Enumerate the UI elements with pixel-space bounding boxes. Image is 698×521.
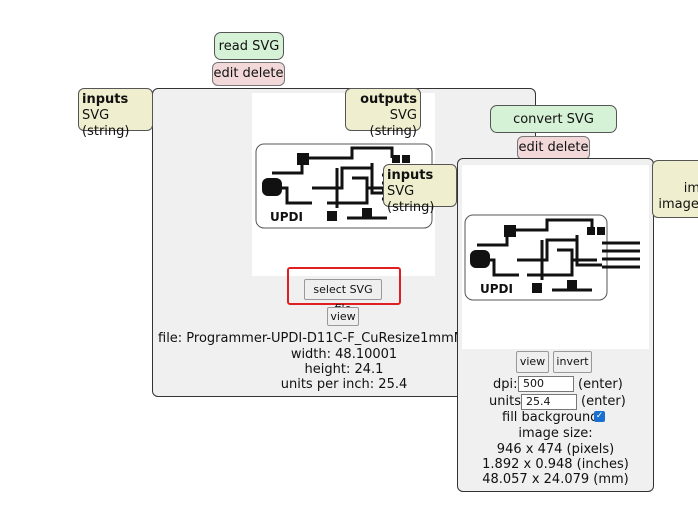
pcb-label-text: UPDI bbox=[270, 210, 303, 224]
image-size-label: image size: bbox=[518, 426, 593, 441]
read-svg-outputs-port[interactable]: outputs SVG (string) bbox=[345, 88, 421, 139]
pcb-bitmap-label-text: UPDI bbox=[480, 282, 513, 296]
read-svg-edit-delete-button[interactable]: edit delete bbox=[212, 62, 285, 86]
svg-units-text: units per inch: 25.4 bbox=[280, 377, 408, 392]
convert-svg-edit-delete-button[interactable]: edit delete bbox=[517, 136, 590, 160]
image-size-pixels: 946 x 474 (pixels) bbox=[496, 442, 615, 457]
fill-background-label: fill background: bbox=[502, 410, 603, 425]
svg-width-text: width: 48.10001 bbox=[290, 347, 398, 362]
convert-svg-inputs-port[interactable]: inputs SVG (string) bbox=[383, 164, 457, 215]
read-svg-view-button[interactable]: view bbox=[327, 307, 359, 326]
fill-background-checkbox[interactable]: ✓ bbox=[594, 411, 605, 422]
read-svg-title-button[interactable]: read SVG bbox=[214, 32, 284, 60]
image-size-mm: 48.057 x 24.079 (mm) bbox=[482, 472, 629, 487]
pcb-preview-image: UPDI bbox=[255, 143, 433, 229]
outputs-port-line2: imageIr bbox=[658, 197, 698, 212]
invert-button[interactable]: invert bbox=[553, 351, 592, 373]
outputs-port-title: outputs bbox=[360, 92, 417, 107]
units-input[interactable]: 25.4 bbox=[521, 394, 577, 410]
select-svg-file-button[interactable]: select SVG file bbox=[304, 279, 382, 315]
convert-svg-preview: UPDI bbox=[462, 165, 649, 349]
image-size-inches: 1.892 x 0.948 (inches) bbox=[482, 457, 629, 472]
outputs-port-type: SVG (string) bbox=[369, 108, 417, 139]
dpi-input[interactable]: 500 bbox=[518, 376, 574, 392]
units-label: units: bbox=[489, 394, 526, 409]
dpi-enter-text: (enter) bbox=[578, 377, 623, 392]
convert-svg-title-button[interactable]: convert SVG image bbox=[490, 105, 617, 155]
convert-inputs-port-type: SVG (string) bbox=[387, 184, 435, 215]
convert-inputs-port-title: inputs bbox=[387, 168, 434, 183]
outputs-port-line1: ima bbox=[683, 181, 698, 196]
pcb-bitmap-image: UPDI bbox=[464, 214, 640, 301]
convert-view-button[interactable]: view bbox=[516, 351, 549, 373]
dpi-label: dpi: bbox=[493, 377, 518, 392]
select-svg-highlight-box bbox=[287, 267, 401, 305]
inputs-port-type: SVG (string) bbox=[82, 108, 130, 139]
read-svg-inputs-port[interactable]: inputs SVG (string) bbox=[78, 88, 153, 139]
file-name-text: file: Programmer-UPDI-D11C-F_CuResize1mm… bbox=[158, 331, 458, 346]
convert-svg-outputs-port[interactable]: ima imageIr bbox=[652, 160, 698, 218]
units-enter-text: (enter) bbox=[581, 394, 626, 409]
svg-height-text: height: 24.1 bbox=[304, 362, 384, 377]
inputs-port-title: inputs bbox=[82, 92, 129, 107]
